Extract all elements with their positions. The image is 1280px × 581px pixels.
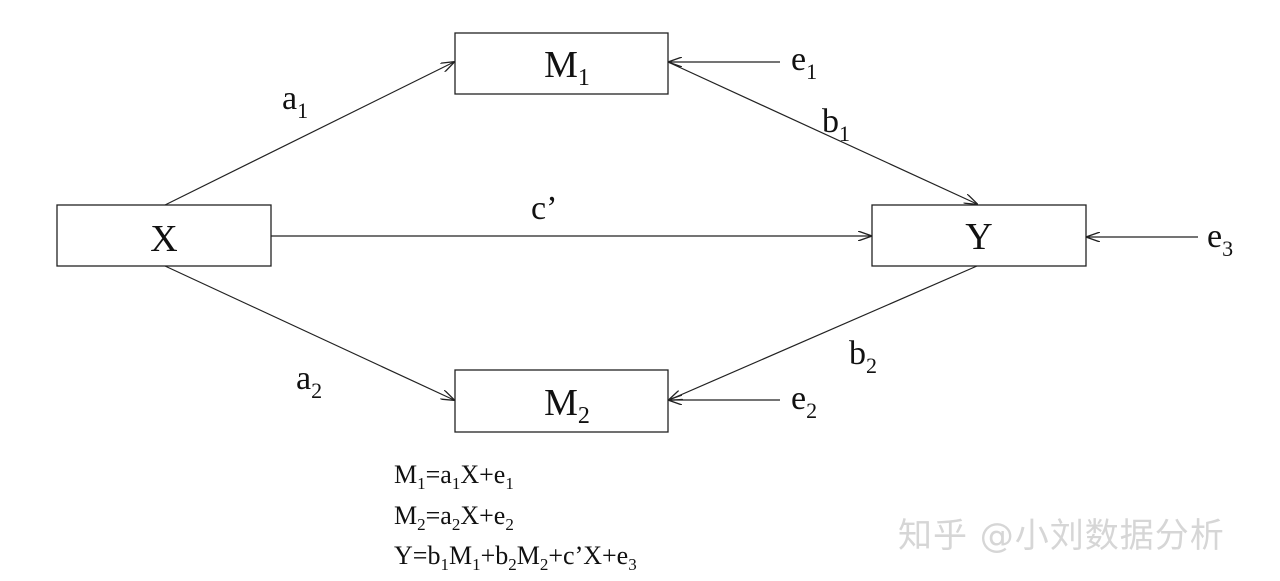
path-b1-label: b1 [822,103,850,146]
node-y-label: Y [965,216,992,258]
path-a2-label: a2 [296,360,322,403]
watermark-text: 知乎 @小刘数据分析 [898,516,1225,556]
node-m2-label: M2 [544,382,590,429]
node-x-label: X [150,218,177,260]
error-e3-label: e3 [1207,218,1233,261]
equation-m1: M1=a1X+e1 [394,460,514,493]
path-a1-label: a1 [282,80,308,123]
error-e1-label: e1 [791,41,817,84]
node-m2-box [454,369,669,433]
path-b2-label: b2 [849,335,877,378]
arrow-y-to-m2 [669,265,978,400]
node-m1-label: M1 [544,44,590,91]
node-m1-box [454,32,669,95]
equation-m2: M2=a2X+e2 [394,501,514,534]
arrow-m1-to-y [667,61,977,204]
arrow-x-to-m2 [164,265,454,400]
node-x-box [56,204,272,267]
path-c-prime-label: c’ [531,190,557,227]
node-y-box [871,204,1087,267]
equation-y: Y=b1M1+b2M2+c’X+e3 [394,541,637,574]
error-e2-label: e2 [791,380,817,423]
arrow-x-to-m1 [164,62,454,206]
